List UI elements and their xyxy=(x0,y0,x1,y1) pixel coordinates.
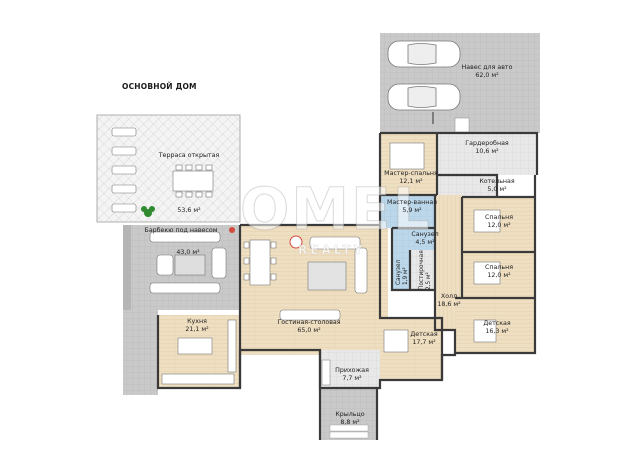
room-name: Прихожая xyxy=(335,367,369,374)
dining-table-icon xyxy=(172,164,214,198)
room-area: 18,6 м² xyxy=(437,300,461,308)
room-name: Детская xyxy=(410,331,438,338)
room-area: 10,6 м² xyxy=(475,147,499,155)
entrance-area xyxy=(320,350,380,388)
room-label-master-bedroom: Мастер-спальня 12,1 м² xyxy=(384,170,438,186)
room-name: Детская xyxy=(483,320,511,327)
room-name: Гардеробная xyxy=(465,140,509,147)
porch-area xyxy=(320,388,377,440)
room-label-boiler: Котельная 5,0 м² xyxy=(479,178,514,194)
room-label-wc: Санузел 1,9 м² xyxy=(396,260,410,285)
room-label-kitchen: Кухня 21,1 м² xyxy=(185,318,208,334)
room-area: 5,9 м² xyxy=(402,206,422,214)
room-area: 8,8 м² xyxy=(340,418,360,426)
room-name: Крыльцо xyxy=(335,411,365,418)
room-label-bedroom-2: Спальня 12,0 м² xyxy=(485,264,513,280)
watermark-logo: OMEL xyxy=(240,175,432,244)
room-name: Навес для авто xyxy=(461,64,513,71)
room-label-nursery-1: Детская 17,7 м² xyxy=(410,331,437,347)
room-name: Спальня xyxy=(484,264,514,271)
room-name: Постирочная xyxy=(419,250,425,290)
room-label-porch: Крыльцо 8,8 м² xyxy=(335,411,364,427)
room-label-bbq: Барбекю под навесом xyxy=(145,227,218,235)
room-area: 5,0 м² xyxy=(487,185,507,193)
room-label-master-bath: Мастер-ванная 5,9 м² xyxy=(387,199,437,215)
room-label-terrace: Терраса открытая xyxy=(159,152,220,160)
bbq-area xyxy=(123,225,240,310)
room-name: Котельная xyxy=(479,178,515,185)
room-label-hall: Холл 18,6 м² xyxy=(437,293,460,309)
room-area: 4,5 м² xyxy=(415,238,435,246)
room-area: 12,0 м² xyxy=(487,221,511,229)
room-label-entrance: Прихожая 7,7 м² xyxy=(335,367,369,383)
room-area: 12,1 м² xyxy=(399,177,423,185)
room-name: Санузел xyxy=(396,259,402,285)
room-area: 62,0 м² xyxy=(475,71,499,79)
right-wing xyxy=(380,133,537,380)
car-icon xyxy=(387,83,461,111)
room-label-wardrobe: Гардеробная 10,6 м² xyxy=(465,140,508,156)
room-label-nursery-2: Детская 16,3 м² xyxy=(483,320,510,336)
plant-icon xyxy=(141,206,155,217)
room-name: Гостиная-столовая xyxy=(277,319,341,326)
room-area-terrace: 53,6 м² xyxy=(177,207,200,215)
page-title: ОСНОВНОЙ ДОМ xyxy=(122,82,197,91)
room-area: 2,5 м² xyxy=(425,272,432,290)
room-label-bedroom-1: Спальня 12,0 м² xyxy=(485,214,513,230)
room-name: Барбекю под навесом xyxy=(144,227,218,234)
room-area: 65,0 м² xyxy=(297,326,321,334)
room-area: 16,3 м² xyxy=(485,327,509,335)
room-name: Терраса открытая xyxy=(158,152,220,159)
room-name: Спальня xyxy=(484,214,514,221)
room-name: Холл xyxy=(440,293,458,300)
car-icon xyxy=(387,40,461,68)
room-label-pantry: Постирочная 2,5 м² xyxy=(419,250,433,290)
room-name: Мастер-ванная xyxy=(386,199,438,206)
carport-area xyxy=(380,33,540,133)
room-area: 7,7 м² xyxy=(342,374,362,382)
room-name: Санузел xyxy=(411,231,439,238)
room-area: 21,1 м² xyxy=(185,325,209,333)
room-area: 43,0 м² xyxy=(176,249,200,256)
room-area: 17,7 м² xyxy=(412,338,436,346)
room-area: 53,6 м² xyxy=(177,207,201,214)
room-name: Мастер-спальня xyxy=(384,170,438,177)
room-area: 1,9 м² xyxy=(402,267,409,285)
room-area: 12,0 м² xyxy=(487,271,511,279)
terrace-area xyxy=(96,114,241,223)
kitchen-area xyxy=(158,315,240,388)
room-area-bbq: 43,0 м² xyxy=(176,249,199,257)
room-label-carport: Навес для авто 62,0 м² xyxy=(462,64,513,80)
room-name: Кухня xyxy=(187,318,207,325)
watermark-subtext: REALTY xyxy=(298,243,366,258)
room-label-bathroom: Санузел 4,5 м² xyxy=(411,231,438,247)
walls xyxy=(156,131,539,440)
room-label-living-dining: Гостиная-столовая 65,0 м² xyxy=(277,319,340,335)
